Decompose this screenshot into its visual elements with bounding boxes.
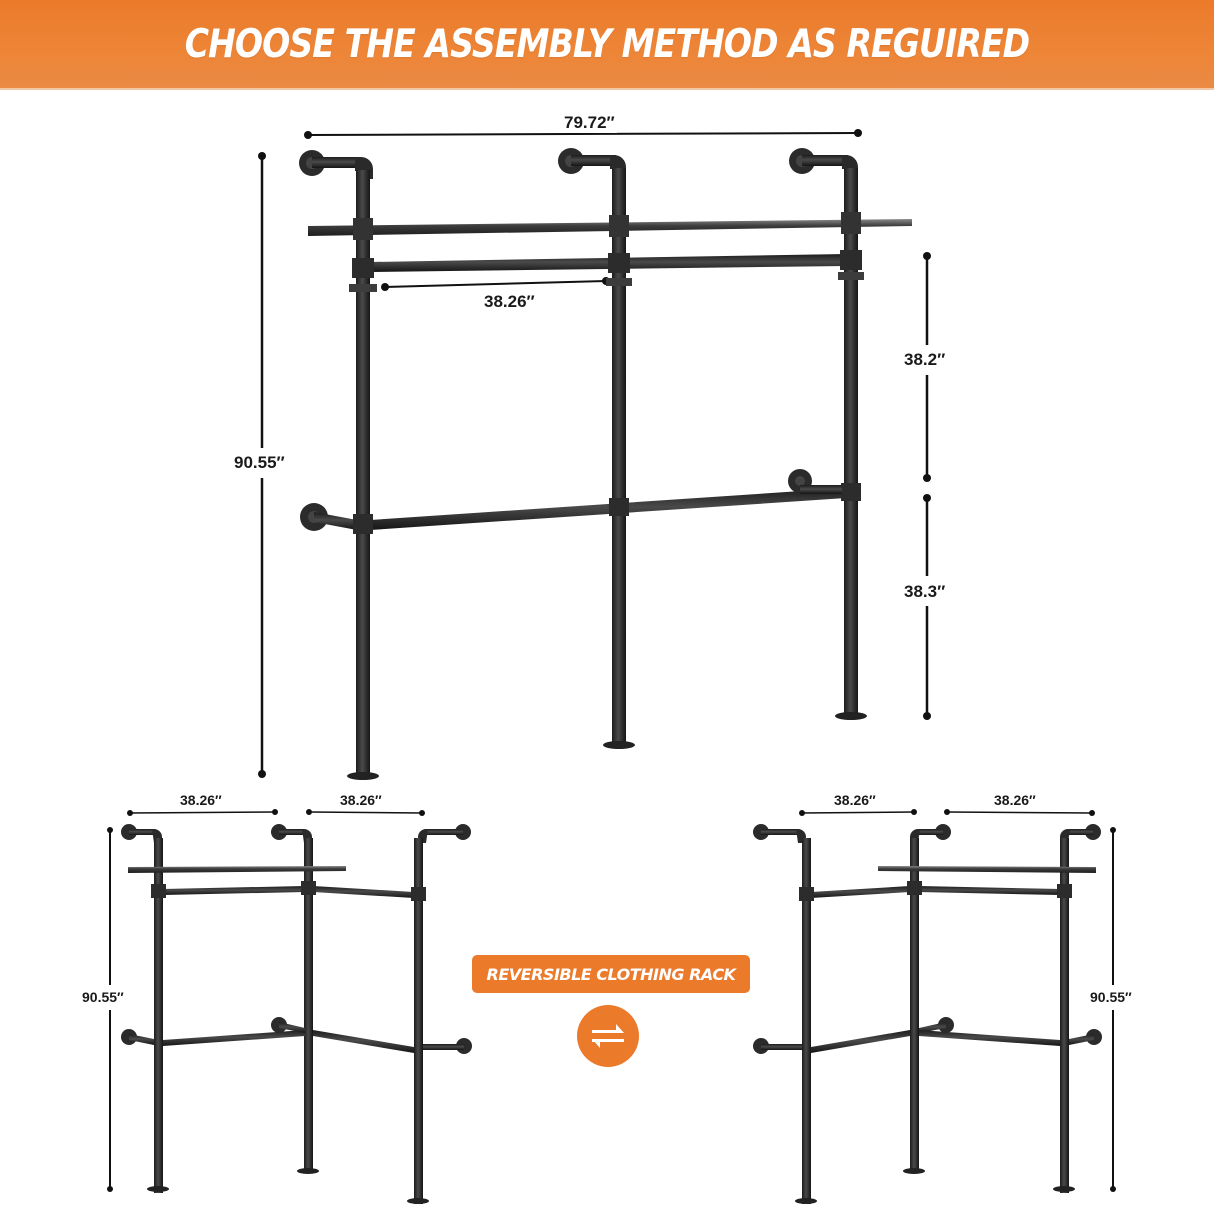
- dim-total-height: 90.55″: [232, 453, 287, 473]
- left-dim-total-height: 90.55″: [80, 989, 126, 1005]
- left-corner-rack-drawing: [107, 809, 472, 1204]
- dim-upper-height: 38.2″: [902, 350, 948, 370]
- banner-title: CHOOSE THE ASSEMBLY METHOD AS REGUIRED: [184, 21, 1030, 67]
- right-corner-rack-drawing: [753, 809, 1116, 1204]
- reversible-badge: REVERSIBLE CLOTHING RACK: [472, 955, 750, 993]
- right-dim-span-left: 38.26″: [832, 792, 878, 808]
- left-dim-span-right: 38.26″: [338, 792, 384, 808]
- badge-label: REVERSIBLE CLOTHING RACK: [486, 964, 736, 984]
- swap-arrows-icon: [577, 1005, 639, 1067]
- header-banner: CHOOSE THE ASSEMBLY METHOD AS REGUIRED: [0, 0, 1214, 90]
- dim-total-width: 79.72″: [562, 113, 617, 133]
- right-dim-total-height: 90.55″: [1088, 989, 1134, 1005]
- right-dim-span-right: 38.26″: [992, 792, 1038, 808]
- left-dim-span-left: 38.26″: [178, 792, 224, 808]
- main-rack-drawing: [258, 129, 931, 780]
- dim-rod-span: 38.26″: [482, 292, 537, 312]
- dim-lower-height: 38.3″: [902, 582, 948, 602]
